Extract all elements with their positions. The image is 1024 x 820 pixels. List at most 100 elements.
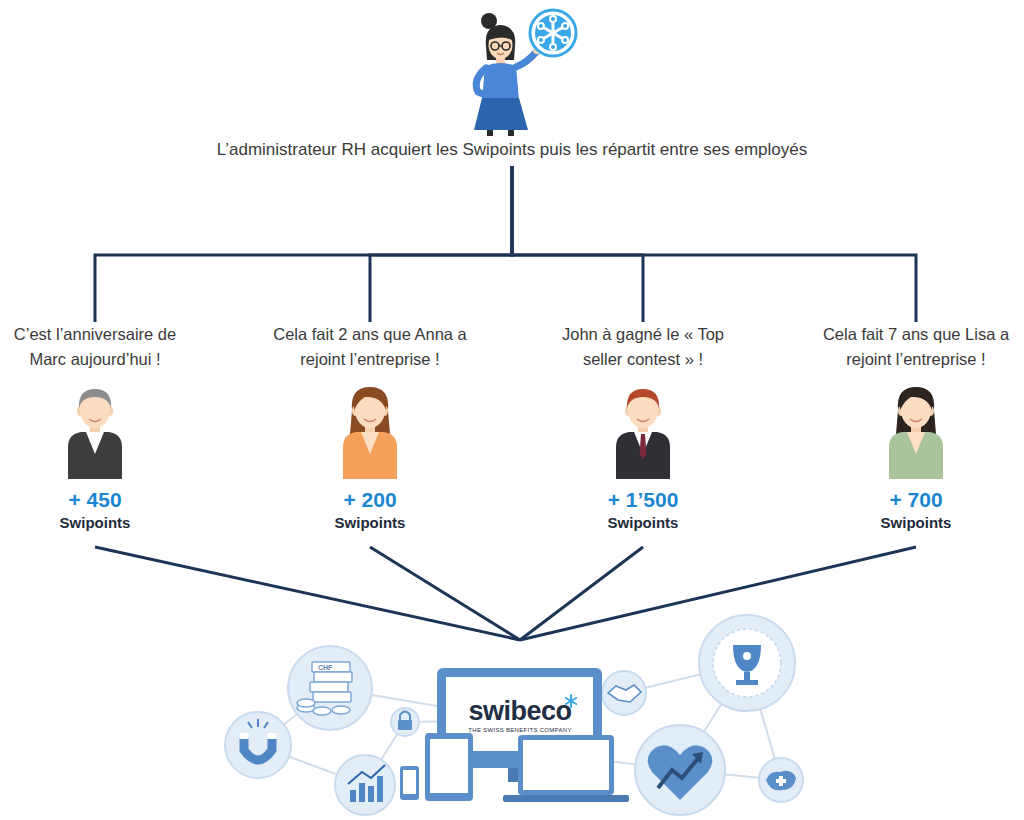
illustration-part xyxy=(359,783,365,802)
person-holder xyxy=(3,384,187,479)
illustration-part xyxy=(398,720,412,730)
chart-icon xyxy=(335,755,395,815)
illustration-part xyxy=(488,30,514,42)
node-title: L’administrateur RH acquiert les Swipoin… xyxy=(170,138,854,162)
illustration-part xyxy=(766,771,796,790)
illustration-part xyxy=(288,646,372,730)
illustration-part xyxy=(240,733,249,739)
illustration-part xyxy=(535,15,571,51)
node-text: THE SWISS BENEFITS COMPANY xyxy=(447,726,593,734)
person-part xyxy=(896,387,936,434)
illustration-part xyxy=(538,37,544,43)
connector-line xyxy=(95,166,512,322)
illustration-part xyxy=(550,16,556,22)
illustration-part xyxy=(502,42,510,50)
illustration-part xyxy=(476,68,488,96)
person-part xyxy=(68,432,122,479)
illustration-part xyxy=(312,662,350,672)
illustration-part xyxy=(350,790,356,802)
person-part xyxy=(86,432,104,454)
illustration-part xyxy=(348,765,385,784)
person-part xyxy=(354,389,386,410)
connector-line xyxy=(370,547,520,640)
illustration-part xyxy=(776,776,786,786)
person-part xyxy=(637,419,649,422)
person-part xyxy=(364,419,376,422)
person-holder xyxy=(540,384,746,479)
node-text: + 1’500 xyxy=(540,487,746,513)
person-holder xyxy=(267,384,473,479)
devices xyxy=(425,668,629,802)
illustration-part xyxy=(550,44,556,50)
swiss-icon xyxy=(759,758,803,802)
person-part xyxy=(350,387,390,434)
illustration-part xyxy=(538,23,544,29)
heart-growth-icon xyxy=(635,725,725,815)
illustration-part xyxy=(658,756,700,788)
illustration-part xyxy=(518,735,614,795)
illustration-part xyxy=(430,739,468,793)
person-part xyxy=(89,419,101,422)
illustration-part xyxy=(377,776,383,802)
illustration-part xyxy=(225,712,291,778)
illustration-part xyxy=(530,10,576,56)
illustration-part xyxy=(332,706,350,714)
node-title: Cela fait 7 ans que Lisa a rejoint l’ent… xyxy=(816,322,1016,372)
employee-box: Cela fait 7 ans que Lisa a rejoint l’ent… xyxy=(816,322,1016,547)
illustration-part xyxy=(562,37,568,43)
node-text: Swipoints xyxy=(3,513,187,533)
connector-line xyxy=(512,166,643,322)
illustration-part xyxy=(608,685,641,702)
employee-box: John à gagné le « Top seller contest » !… xyxy=(540,322,746,547)
illustration-part xyxy=(244,738,272,760)
person-icon xyxy=(608,384,678,479)
illustration-part xyxy=(602,671,646,715)
illustration-part xyxy=(692,752,703,764)
node-text: + 700 xyxy=(816,487,1016,513)
illustration-part xyxy=(314,672,352,682)
illustration-part xyxy=(403,770,416,794)
platform-box: swibecoTHE SWISS BENEFITS COMPANY xyxy=(447,640,593,734)
person-part xyxy=(616,432,670,479)
person-icon xyxy=(881,384,951,479)
illustration-part xyxy=(713,629,781,697)
illustration-part xyxy=(313,707,331,715)
node-text: Swipoints xyxy=(267,513,473,533)
illustration-part xyxy=(313,692,351,702)
employee-box: Cela fait 2 ans que Anna a rejoint l’ent… xyxy=(267,322,473,547)
person-part xyxy=(343,432,397,479)
illustration-part xyxy=(499,45,502,46)
node-text: Swipoints xyxy=(540,513,746,533)
node-title: Cela fait 2 ans que Anna a rejoint l’ent… xyxy=(267,322,473,372)
connector-line xyxy=(512,166,916,322)
illustration-part xyxy=(516,52,536,67)
handshake-icon xyxy=(602,671,646,715)
connector-line xyxy=(95,547,520,640)
illustration-part xyxy=(744,672,750,680)
person-part xyxy=(361,432,379,454)
illustration-part xyxy=(736,680,758,685)
illustration-part xyxy=(543,27,564,39)
swibeco-asterisk-icon xyxy=(530,10,576,56)
illustration-part xyxy=(425,733,473,801)
illustration-part xyxy=(391,708,419,736)
person-icon xyxy=(60,384,130,479)
person-part xyxy=(627,389,659,408)
person-part xyxy=(79,389,111,408)
node-title: swibeco xyxy=(447,696,593,726)
node-text: + 200 xyxy=(267,487,473,513)
illustration-part xyxy=(474,98,528,130)
illustration-part xyxy=(733,645,761,672)
lock-icon xyxy=(391,708,419,736)
employee-box: C’est l’anniversaire de Marc aujourd’hui… xyxy=(3,322,187,547)
illustration-part xyxy=(543,21,564,45)
illustration-part xyxy=(248,719,268,728)
currency-label: CHF xyxy=(318,664,332,672)
illustration-part xyxy=(400,712,410,721)
illustration-part xyxy=(487,130,493,136)
person-part xyxy=(900,389,932,410)
node-text: Swipoints xyxy=(816,513,1016,533)
person-part xyxy=(889,432,943,479)
illustration-part xyxy=(508,130,514,136)
